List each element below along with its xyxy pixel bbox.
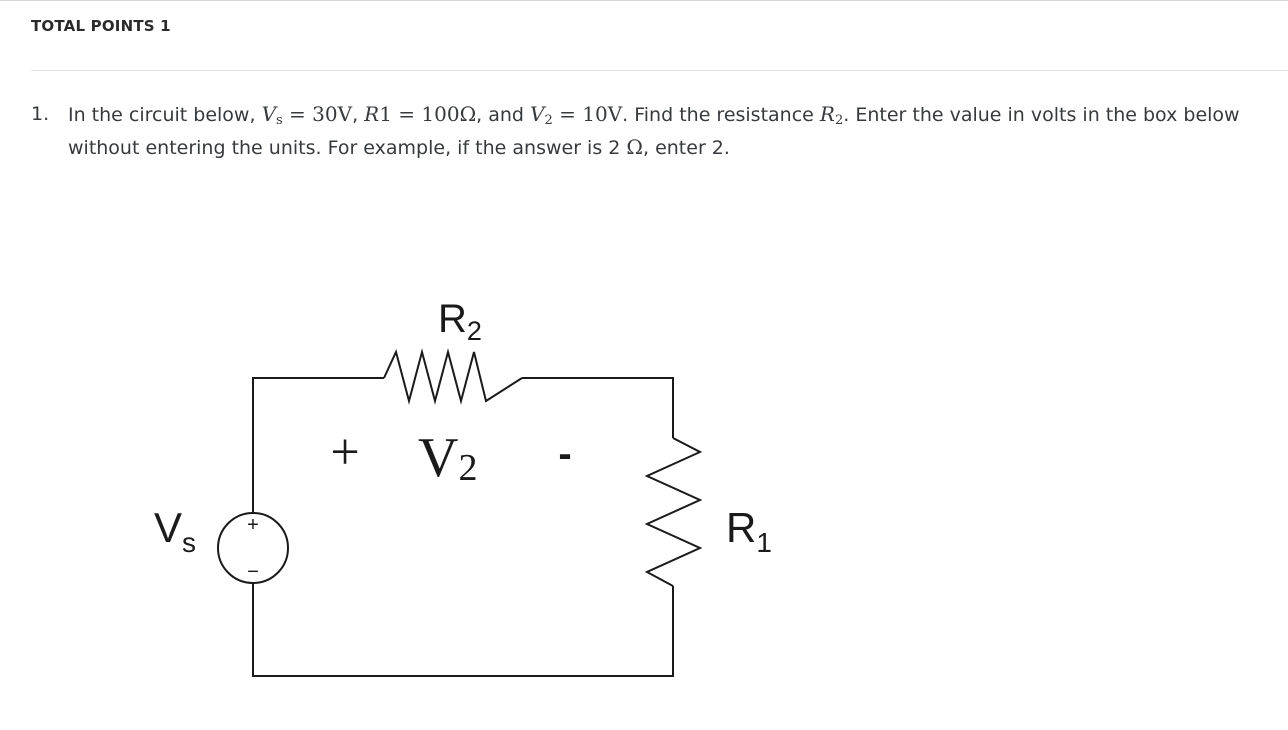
v2-label: V2 [418, 427, 477, 489]
total-points-label: TOTAL POINTS 1 [31, 17, 171, 35]
q-text-3: . Find the resistance [622, 104, 820, 126]
q-text-5: , enter 2. [643, 137, 730, 159]
math-vs-symbol: V [261, 102, 277, 126]
source-plus: + [247, 514, 259, 536]
v2-plus: + [330, 424, 359, 481]
vs-label: Vs [154, 504, 196, 558]
r1-label-main: R [726, 504, 756, 551]
q-text-2: , and [476, 104, 531, 126]
vs-label-sub: s [182, 527, 196, 558]
math-v2-symbol: V [530, 102, 545, 126]
r1-resistor [644, 437, 703, 587]
math-vs: Vs = 30V [261, 102, 353, 128]
wire-top-left [252, 377, 384, 513]
math-v2: V2 = 10V [530, 102, 623, 128]
vs-label-main: V [154, 504, 182, 551]
r2-label-main: R [438, 297, 467, 341]
v2-label-sub: 2 [458, 447, 477, 489]
wire-bottom [252, 582, 674, 677]
r2-label: R2 [438, 297, 482, 346]
math-r2-symbol: R [819, 102, 835, 126]
q-text-4: . Enter the value in volts in the box be… [68, 104, 1240, 159]
top-border [0, 0, 1288, 1]
q-sep-1: , [352, 104, 365, 126]
source-minus: − [247, 561, 259, 583]
math-r1-value: 1 = 100Ω [379, 102, 477, 126]
math-r2: R2 [819, 102, 844, 128]
r2-label-sub: 2 [467, 316, 482, 346]
math-r1-symbol: R [364, 102, 380, 126]
r1-label-sub: 1 [756, 527, 772, 558]
math-r1: R1 = 100Ω [364, 102, 476, 126]
math-vs-sub: s [276, 113, 283, 128]
v2-label-main: V [418, 427, 458, 489]
question-text: In the circuit below, Vs = 30V, R1 = 100… [68, 98, 1261, 164]
r2-resistor [383, 348, 523, 405]
question-block: 1. In the circuit below, Vs = 30V, R1 = … [31, 98, 1261, 164]
math-v2-value: = 10V [552, 102, 623, 126]
math-v2-sub: 2 [544, 113, 553, 128]
voltage-source [217, 512, 289, 584]
math-r2-sub: 2 [834, 113, 844, 128]
wire-top-right [522, 377, 674, 438]
v2-minus: - [558, 432, 571, 476]
math-omega: Ω [626, 135, 643, 159]
question-number: 1. [31, 103, 50, 125]
r1-label: R1 [726, 504, 772, 558]
math-vs-value: = 30V [282, 102, 353, 126]
circuit-diagram: + − R2 V2 + - Vs R1 [154, 297, 772, 677]
q-text-1: In the circuit below, [68, 104, 262, 126]
header-divider [31, 70, 1288, 71]
